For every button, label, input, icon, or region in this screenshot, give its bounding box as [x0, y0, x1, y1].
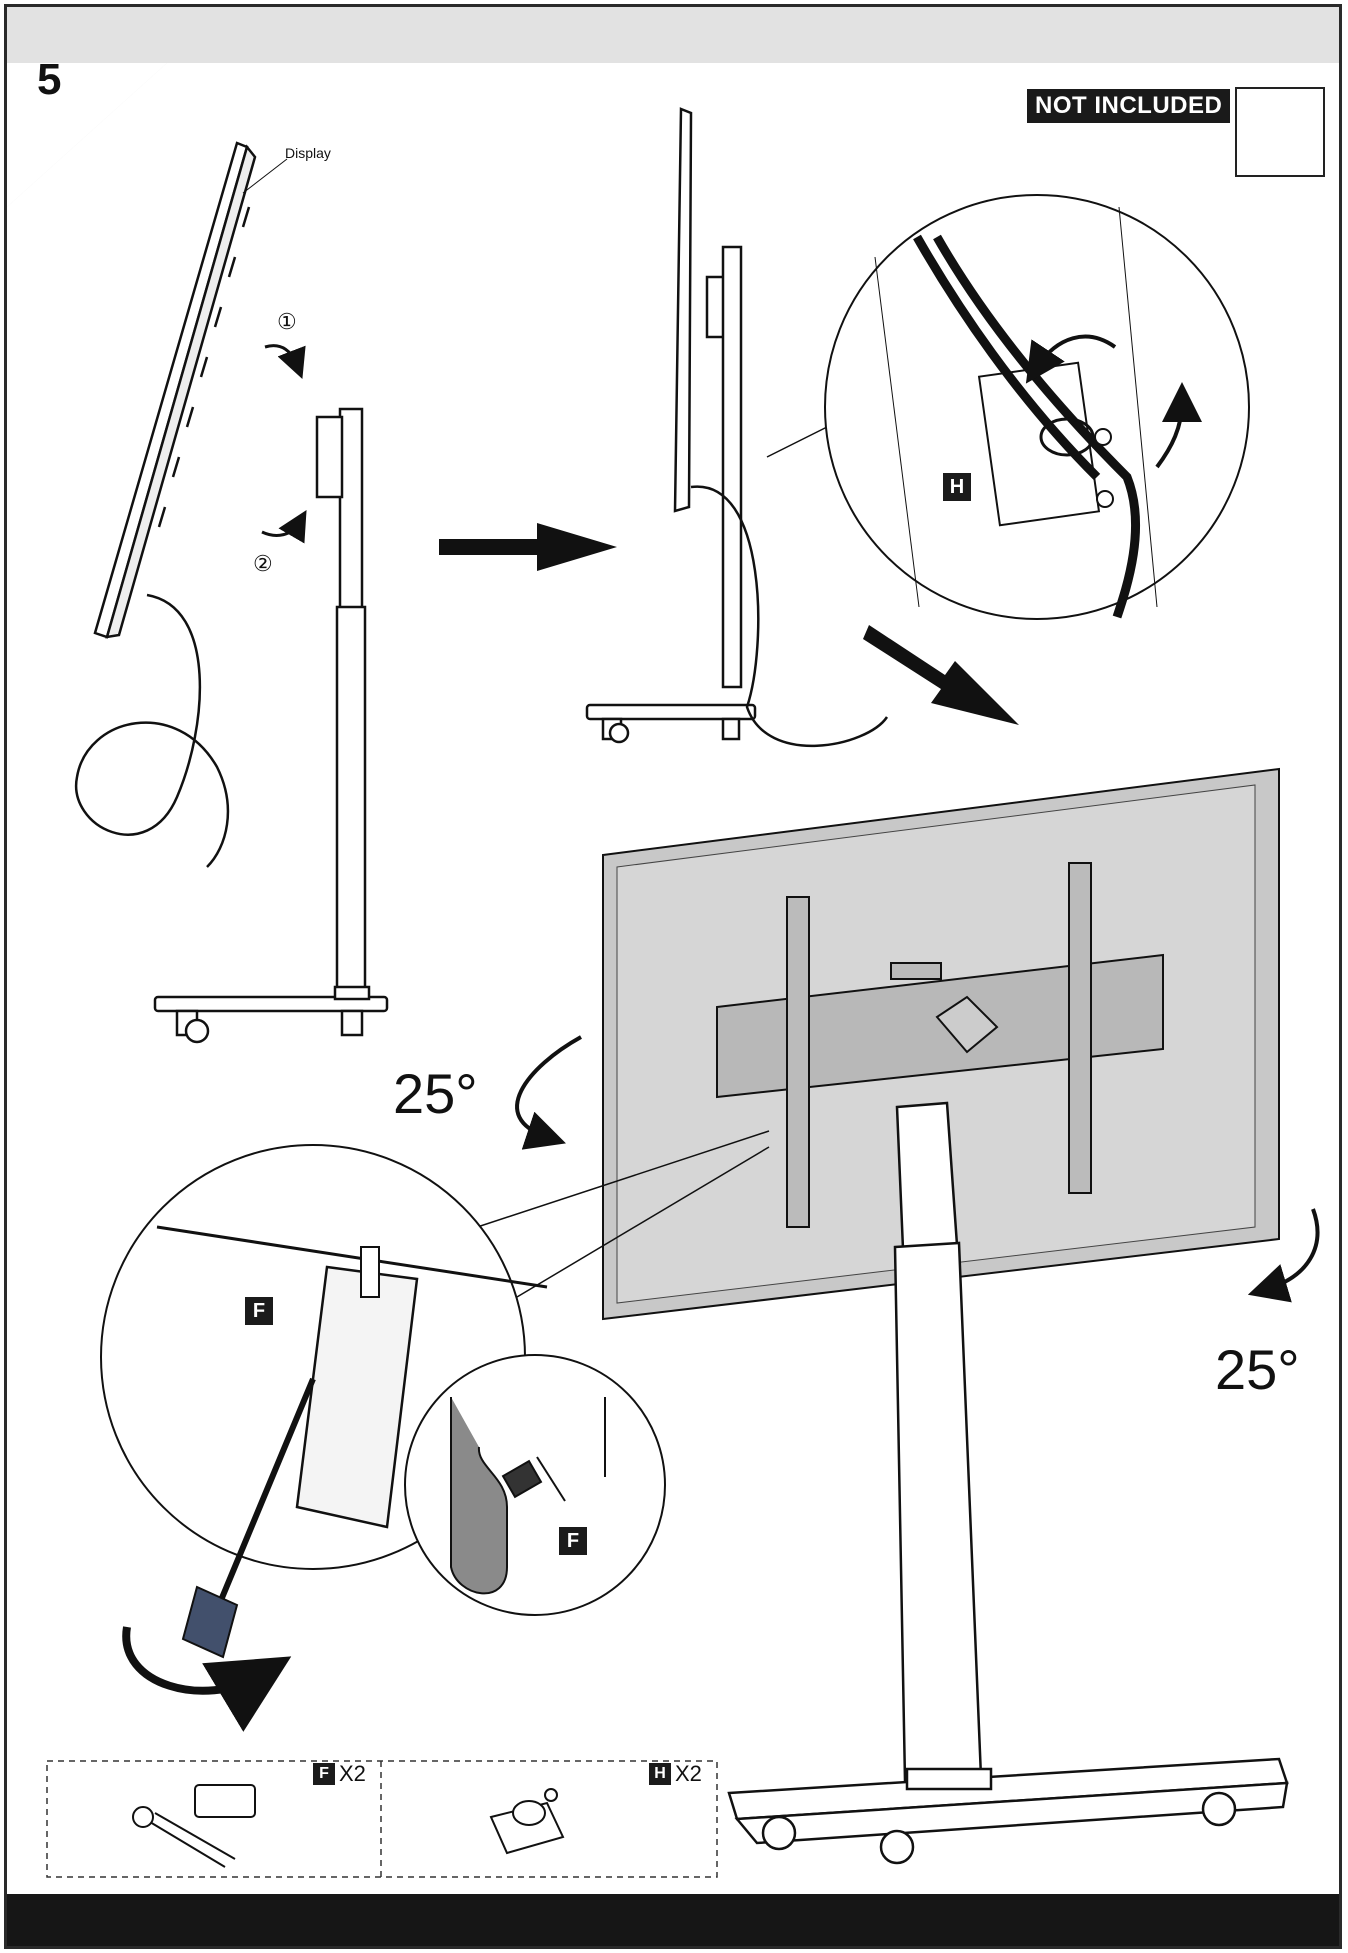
- part-f-tag: F: [245, 1297, 273, 1325]
- display-tilted: [93, 141, 288, 639]
- tilt-angle-left: 25°: [393, 1062, 478, 1125]
- next-arrow: [439, 523, 617, 571]
- down-right-arrow: [863, 625, 1019, 725]
- parts-f-letter: F: [313, 1763, 335, 1785]
- footer-band: [7, 1894, 1339, 1946]
- step-number: 5: [37, 55, 62, 104]
- part-h-tag: H: [943, 473, 971, 501]
- tv-back: [602, 767, 1280, 1321]
- tilt-arrow-right: [1247, 1208, 1320, 1303]
- not-included-label: NOT INCLUDED: [1027, 89, 1231, 123]
- parts-h-letter: H: [649, 1763, 671, 1785]
- stand-mounted: [585, 107, 757, 744]
- part-f-detail-tag: F: [559, 1527, 587, 1555]
- cable-clip-icon: [489, 1788, 565, 1855]
- mounted-cable: [690, 485, 889, 748]
- cable-clip-detail: [766, 194, 1250, 620]
- rotate-arrow-2: [261, 510, 307, 544]
- stand-empty: [153, 407, 389, 1044]
- step-one-marker: ①: [277, 309, 297, 334]
- tilt-angle-right: 25°: [1215, 1338, 1300, 1401]
- tilt-arrow-left: [515, 1035, 582, 1150]
- step-two-marker: ②: [253, 551, 273, 576]
- bracket-fastener-detail: [404, 1354, 666, 1616]
- assembly-illustration: [7, 7, 1339, 1878]
- parts-h-qty: X2: [675, 1761, 702, 1786]
- header-band-shape: [7, 7, 1339, 207]
- tool-box: [1235, 87, 1325, 177]
- bracket-bolt-icon: [132, 1784, 256, 1868]
- parts-f-qty: X2: [339, 1761, 366, 1786]
- parts-box: [46, 1760, 718, 1878]
- display-label: Display: [285, 145, 331, 161]
- rotate-arrow-1: [264, 344, 306, 379]
- header-corner-cut: [7, 63, 167, 207]
- display-cable: [74, 593, 230, 868]
- instruction-page: 5 NOT INCLUDED Display ① ② H F F 25° 25°…: [4, 4, 1342, 1949]
- tall-stand: [727, 1101, 1289, 1865]
